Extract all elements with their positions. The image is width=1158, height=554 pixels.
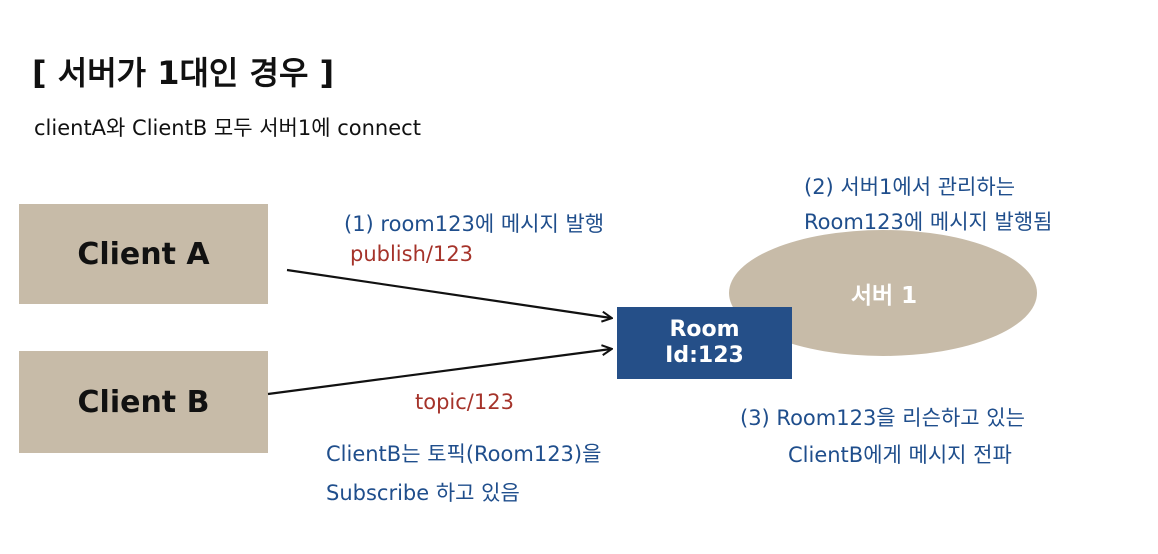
room-label-line1: Room [669, 317, 740, 342]
publish-arrow [286, 268, 611, 318]
client-a-box: Client A [19, 204, 268, 304]
room-label-line2: Id:123 [665, 343, 744, 368]
subscribe-arrow [267, 349, 611, 396]
step2-annotation-line2: Room123에 메시지 발행됨 [804, 210, 1053, 234]
step2-annotation-line1: (2) 서버1에서 관리하는 [804, 175, 1016, 199]
step3-annotation-line1: (3) Room123을 리슨하고 있는 [740, 406, 1025, 430]
room-box: Room Id:123 [617, 307, 792, 379]
client-b-box: Client B [19, 351, 268, 453]
step3-annotation-line2: ClientB에게 메시지 전파 [788, 443, 1012, 467]
server-label: 서버 1 [850, 283, 918, 309]
step1-annotation: (1) room123에 메시지 발행 [344, 212, 605, 236]
page-subtitle: clientA와 ClientB 모두 서버1에 connect [34, 116, 421, 140]
subscribe-note-line1: ClientB는 토픽(Room123)을 [326, 442, 602, 466]
publish-path-label: publish/123 [350, 242, 474, 266]
topic-path-label: topic/123 [415, 390, 514, 414]
client-b-label: Client B [77, 384, 210, 420]
page-title: [ 서버가 1대인 경우 ] [32, 54, 335, 92]
subscribe-note-line2: Subscribe 하고 있음 [326, 481, 520, 505]
client-a-label: Client A [77, 236, 210, 272]
